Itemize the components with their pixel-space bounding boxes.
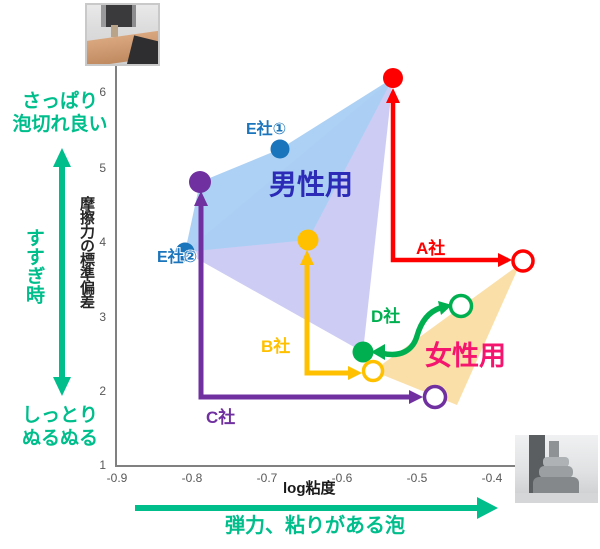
arrow-company-a bbox=[386, 88, 512, 267]
arrow-company-d bbox=[371, 301, 452, 360]
label-men-region: 男性用 bbox=[269, 169, 354, 200]
annotation-moist: しっとり ぬるぬる bbox=[21, 405, 98, 449]
point-e1 bbox=[270, 139, 290, 159]
label-company-c: C社 bbox=[206, 408, 236, 427]
friction-measurement-photo bbox=[85, 3, 160, 66]
point-e2 bbox=[175, 242, 195, 262]
x-tick-m08: -0.8 bbox=[181, 471, 203, 485]
y-tick-3: 3 bbox=[99, 310, 106, 324]
point-b-women bbox=[361, 359, 385, 383]
instrument-cylinder2-shape bbox=[539, 466, 573, 478]
x-tick-m05: -0.5 bbox=[406, 471, 428, 485]
arrow-company-c bbox=[194, 191, 423, 404]
annotation-rinse: すすぎ時 bbox=[23, 228, 44, 304]
point-d-men bbox=[352, 341, 374, 363]
instrument-cylinder-shape bbox=[543, 457, 569, 467]
label-company-b: B社 bbox=[261, 337, 291, 356]
point-b-men bbox=[297, 229, 319, 251]
point-a-women bbox=[511, 249, 535, 273]
viscometer-photo bbox=[515, 435, 598, 503]
label-women-region: 女性用 bbox=[425, 341, 506, 371]
y-tick-5: 5 bbox=[99, 161, 106, 175]
y-tick-2: 2 bbox=[99, 384, 106, 398]
label-company-a: A社 bbox=[416, 239, 446, 258]
instrument-bench-shape bbox=[515, 493, 598, 503]
x-tick-m09: -0.9 bbox=[106, 471, 128, 485]
annotation-elastic-foam: 弾力、粘りがある泡 bbox=[225, 515, 405, 537]
x-tick-m06: -0.6 bbox=[331, 471, 353, 485]
annotation-refreshing: さっぱり 泡切れ良い bbox=[12, 91, 108, 135]
arrow-company-b bbox=[300, 250, 362, 380]
x-axis-title: log粘度 bbox=[283, 480, 336, 497]
y-tick-1: 1 bbox=[99, 458, 106, 472]
y-tick-6: 6 bbox=[99, 85, 106, 99]
instrument-head-shape bbox=[549, 441, 559, 457]
region-men bbox=[185, 78, 393, 252]
region-women bbox=[373, 264, 520, 405]
probe-tip-shape bbox=[111, 25, 118, 37]
point-a-men bbox=[383, 68, 403, 88]
x-tick-m04: -0.4 bbox=[481, 471, 503, 485]
rinse-double-arrow bbox=[53, 148, 71, 396]
label-company-e2: E社② bbox=[157, 249, 198, 266]
point-c-women bbox=[422, 384, 448, 410]
point-d-women bbox=[448, 293, 474, 319]
x-tick-m07: -0.7 bbox=[256, 471, 278, 485]
point-c-men bbox=[189, 171, 211, 193]
y-axis-title: 摩擦力の標準偏差 bbox=[78, 196, 95, 308]
foam-axis-arrow bbox=[135, 497, 498, 519]
y-tick-4: 4 bbox=[99, 235, 106, 249]
probe-machine-shape bbox=[101, 5, 136, 27]
label-company-d: D社 bbox=[371, 307, 401, 326]
label-company-e1: E社① bbox=[246, 121, 287, 138]
photo-shadow-shape bbox=[126, 35, 158, 64]
